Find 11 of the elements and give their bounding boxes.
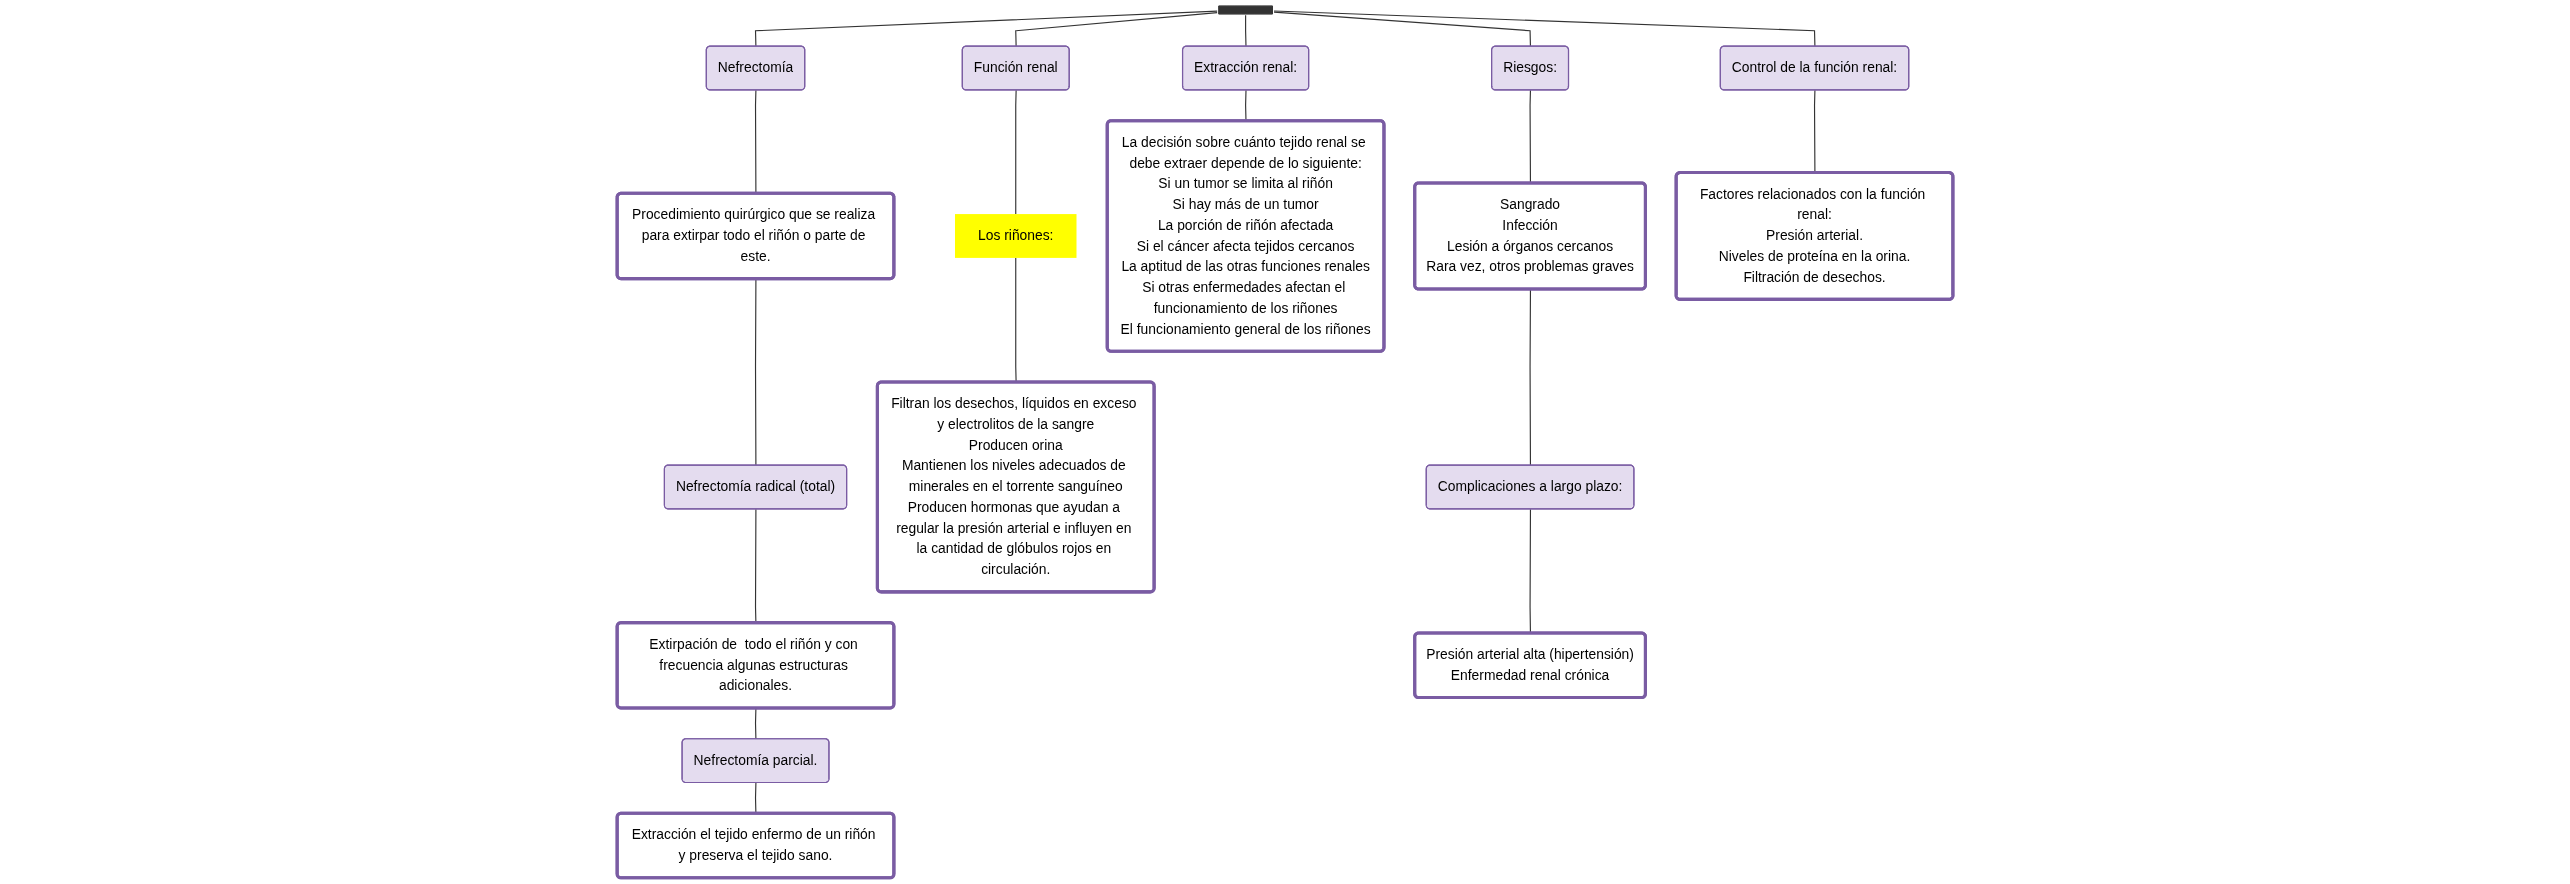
- connector: [1529, 508, 1531, 634]
- connector: [1015, 12, 1218, 48]
- connector: [1273, 11, 1531, 48]
- node-box: Los riñones:: [954, 214, 1077, 258]
- connector: [1273, 10, 1816, 48]
- connector: [1015, 257, 1017, 383]
- connector: [1015, 89, 1017, 215]
- connector: [754, 707, 757, 740]
- connector: [1245, 14, 1247, 48]
- connector: [754, 278, 757, 466]
- connector: [754, 10, 1218, 48]
